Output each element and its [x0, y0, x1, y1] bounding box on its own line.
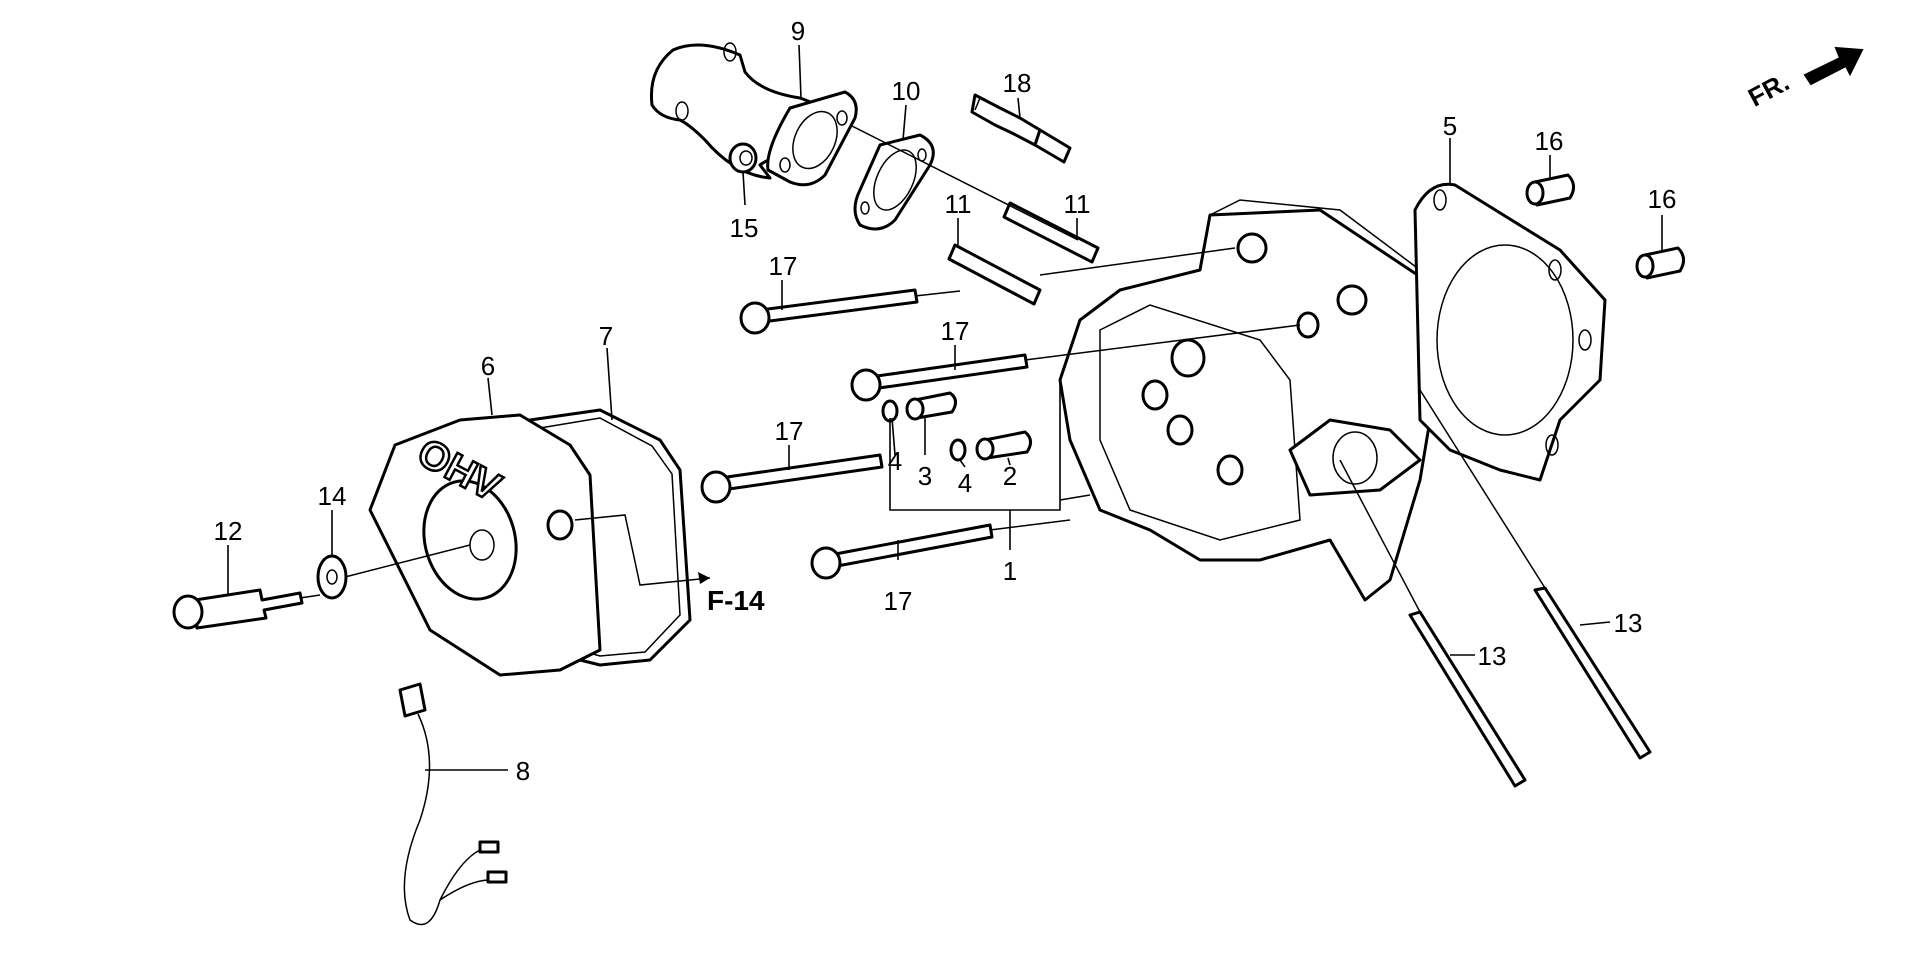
cover-bolt	[172, 588, 304, 630]
assembly-lines	[299, 124, 1546, 613]
cylinder-head	[1058, 199, 1462, 602]
oil-level-switch	[398, 682, 508, 926]
cover-washer	[316, 554, 348, 600]
callout-11a: 11	[945, 189, 972, 219]
callout-6: 6	[481, 351, 495, 381]
callout-16b: 16	[1648, 184, 1677, 214]
cross-reference-f14[interactable]: F-14	[707, 585, 765, 616]
callout-3: 3	[918, 461, 932, 491]
callout-17c: 17	[775, 416, 804, 446]
callout-4b: 4	[958, 468, 972, 498]
callout-13b: 13	[1614, 608, 1643, 638]
flange-nut	[728, 142, 758, 174]
dowel-pins	[881, 391, 1032, 462]
callout-17b: 17	[941, 316, 970, 346]
front-direction-indicator: FR.	[1743, 46, 1864, 113]
callout-4a: 4	[888, 446, 902, 476]
callout-17a: 17	[769, 251, 798, 281]
callout-13a: 13	[1478, 641, 1507, 671]
cylinder-dowel-pins	[1525, 173, 1685, 280]
leader-lines	[227, 44, 1663, 771]
callout-17d: 17	[884, 586, 913, 616]
callout-16a: 16	[1535, 126, 1564, 156]
callout-10: 10	[892, 76, 921, 106]
intake-pipe	[649, 42, 858, 187]
head-gasket	[1413, 182, 1607, 482]
callout-7: 7	[599, 321, 613, 351]
callout-18: 18	[1003, 68, 1032, 98]
callout-9: 9	[791, 16, 805, 46]
callout-5: 5	[1443, 111, 1457, 141]
callout-11b: 11	[1064, 189, 1091, 219]
callout-2: 2	[1003, 461, 1017, 491]
insulator-gasket	[853, 133, 935, 231]
callout-12: 12	[214, 516, 243, 546]
cylinder-studs	[1408, 586, 1652, 788]
callout-labels: 1 2 3 4 4 5 6 7 8 9 10 11 11 12 13 13 14…	[214, 16, 1677, 786]
front-label: FR.	[1743, 67, 1794, 113]
head-cover: OHV	[368, 413, 602, 677]
callout-1: 1	[1003, 556, 1017, 586]
stud-bolts	[947, 201, 1100, 306]
callout-14: 14	[318, 481, 347, 511]
callout-15: 15	[730, 213, 759, 243]
spark-plug	[970, 93, 1072, 164]
arrow-front-icon	[1803, 46, 1864, 86]
callout-8: 8	[516, 756, 530, 786]
head-bolts	[700, 288, 1029, 580]
